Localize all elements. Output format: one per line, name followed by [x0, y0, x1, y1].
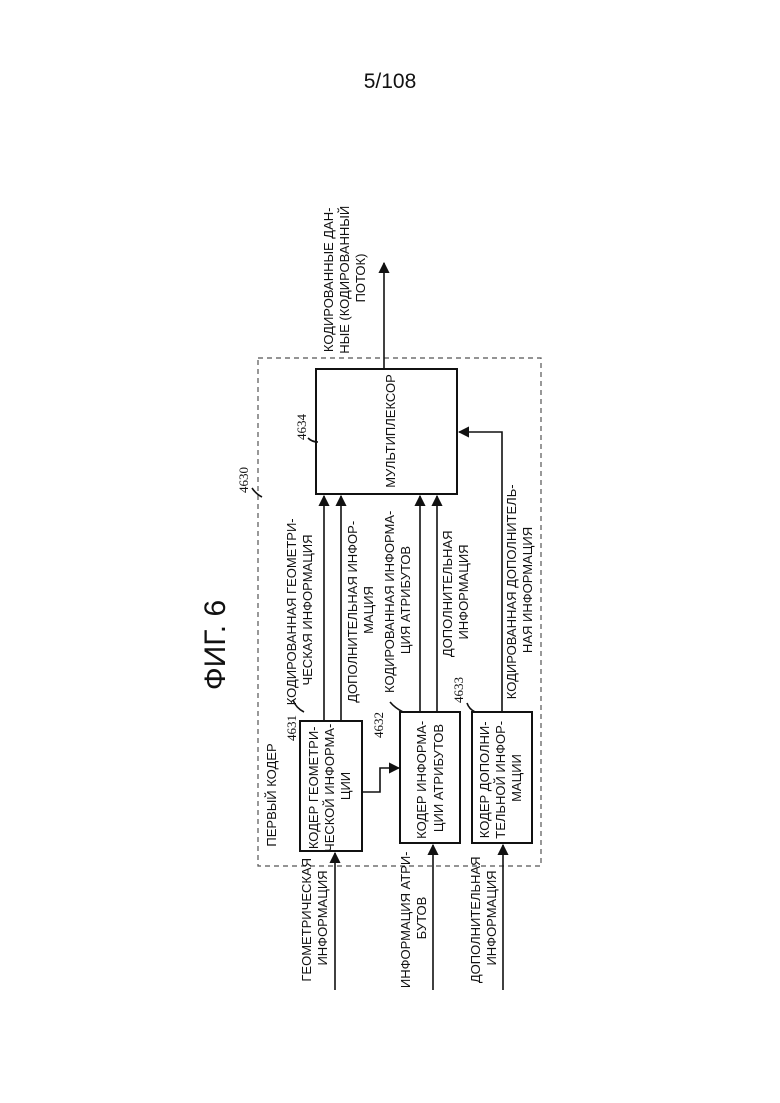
multiplexer-ref: 4634: [294, 414, 309, 441]
coded-attributes-label: КОДИРОВАННАЯ ИНФОРМА- ЦИЯ АТРИБУТОВ: [382, 507, 413, 693]
attribute-encoder-block: [400, 712, 460, 843]
geometry-to-attribute-arrow: [362, 768, 399, 792]
encoder-ref: 4630: [236, 467, 251, 493]
figure-title: ФИГ. 6: [199, 600, 232, 690]
additional-encoder-ref: 4633: [451, 677, 466, 703]
multiplexer-label: МУЛЬТИПЛЕКСОР: [383, 374, 398, 488]
attribute-encoder-ref: 4632: [371, 712, 386, 738]
coded-additional-label: КОДИРОВАННАЯ ДОПОЛНИТЕЛЬ- НАЯ ИНФОРМАЦИЯ: [504, 481, 535, 699]
attribute-ref-leader: [390, 702, 403, 712]
additional-ref-leader: [467, 703, 475, 712]
geometry-encoder-ref: 4631: [284, 715, 299, 741]
coded-geometry-label: КОДИРОВАННАЯ ГЕОМЕТРИ- ЧЕСКАЯ ИНФОРМАЦИЯ: [284, 515, 315, 706]
attribute-additional-label: ДОПОЛНИТЕЛЬНАЯ ИНФОРМАЦИЯ: [440, 527, 471, 657]
additional-input-label: ДОПОЛНИТЕЛЬНАЯ ИНФОРМАЦИЯ: [468, 853, 499, 983]
encoder-label: ПЕРВЫЙ КОДЕР: [264, 743, 279, 846]
geometry-input-label: ГЕОМЕТРИЧЕСКАЯ ИНФОРМАЦИЯ: [299, 854, 330, 981]
geometry-additional-label: ДОПОЛНИТЕЛЬНАЯ ИНФОР- МАЦИЯ: [345, 517, 376, 703]
output-label: КОДИРОВАННЫЕ ДАН- НЫЕ (КОДИРОВАННЫЙ ПОТО…: [321, 202, 368, 354]
encoder-ref-leader: [252, 488, 262, 497]
attribute-input-label: ИНФОРМАЦИЯ АТРИ- БУТОВ: [398, 848, 429, 988]
